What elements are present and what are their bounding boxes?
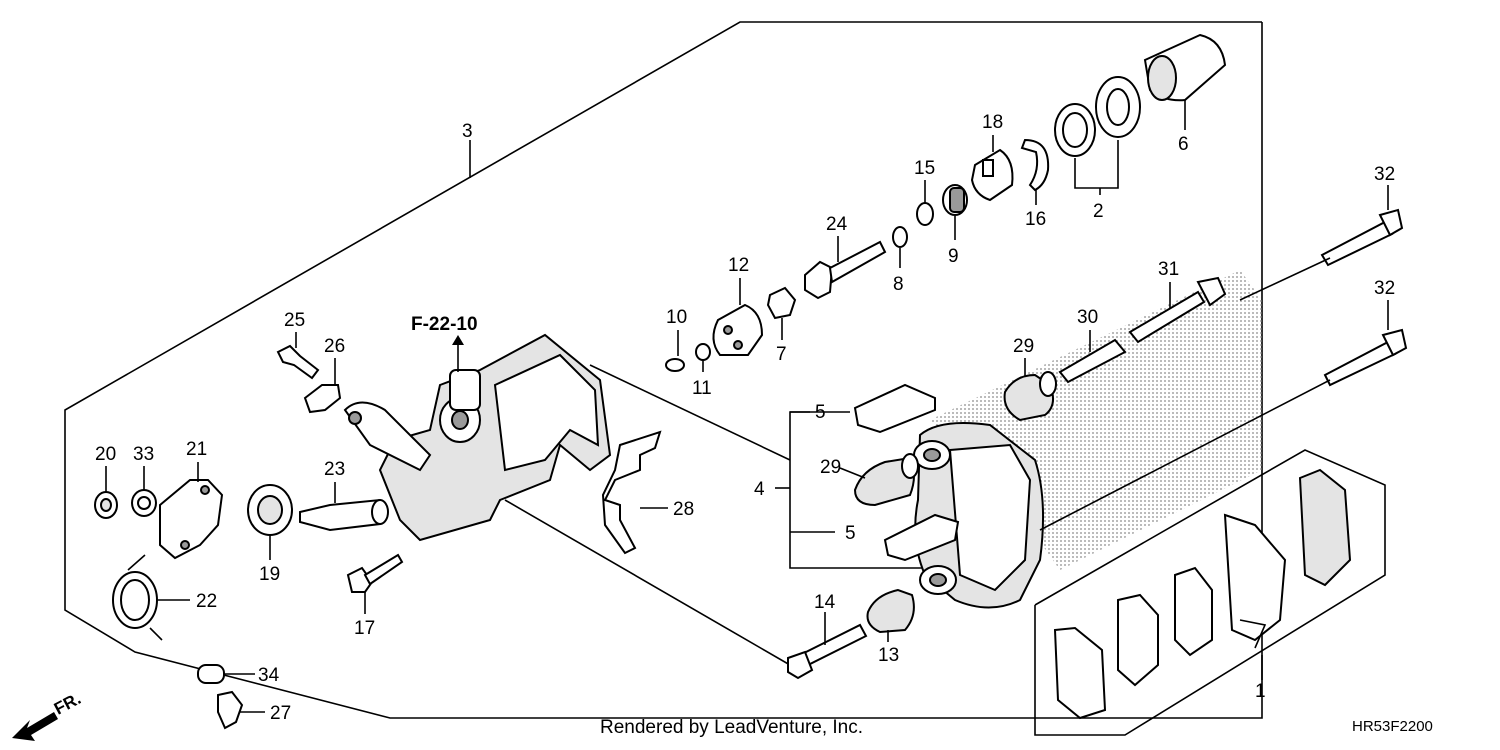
part-24-shape [804,240,887,300]
part-19-shape [247,484,293,536]
part-26-shape [303,384,342,414]
part-15-shape [916,202,934,226]
part-16-shape [1020,138,1050,192]
front-direction-arrow: FR. [12,689,84,741]
caliper-bracket [913,422,1045,609]
label-part-27: 27 [270,703,291,724]
part-5a-shape [853,383,936,434]
label-part-33: 33 [133,444,154,465]
label-part-18: 18 [982,112,1003,133]
label-part-32b: 32 [1374,278,1395,299]
label-part-4: 4 [754,479,765,500]
part-2-shape [1054,76,1141,157]
diagram-code: HR53F2200 [1352,718,1433,735]
label-part-2: 2 [1093,201,1104,222]
svg-text:FR.: FR. [51,689,84,719]
label-part-1: 1 [1255,681,1266,702]
footer-credit: Rendered by LeadVenture, Inc. [600,717,863,738]
label-part-8: 8 [893,274,904,295]
label-part-23: 23 [324,459,345,480]
label-part-9: 9 [948,246,959,267]
label-part-22: 22 [196,591,217,612]
part-29b-shape [853,453,919,507]
label-part-19: 19 [259,564,280,585]
label-part-16: 16 [1025,209,1046,230]
leader-29b [839,467,866,479]
part-23-shape [299,498,389,532]
leader-32-bracket [1239,257,1331,301]
label-part-26: 26 [324,336,345,357]
part-20-shape [94,491,118,519]
label-part-30: 30 [1077,307,1098,328]
part-12-shape [712,303,764,356]
leader-32-bracket-b [1039,379,1331,531]
label-part-25: 25 [284,310,305,331]
reference-label: F-22-10 [411,314,478,335]
label-part-6: 6 [1178,134,1189,155]
part-7-shape [766,286,797,320]
part-8-shape [892,226,908,248]
group-3-outline [64,21,1263,719]
label-part-21: 21 [186,439,207,460]
part-32a-shape [1320,208,1404,267]
part-34-shape [197,664,225,684]
label-part-17: 17 [354,618,375,639]
part-22-shape [112,554,163,641]
part-30-shape [1058,338,1127,384]
part-5b-shape [883,513,960,562]
part-11-shape [695,343,711,361]
part-33-shape [131,489,157,517]
part-25-shape [276,344,320,380]
label-part-29a: 29 [1013,336,1034,357]
part-31-shape [1128,276,1227,344]
label-part-14: 14 [814,592,836,613]
label-part-31: 31 [1158,259,1179,280]
label-part-34: 34 [258,665,280,686]
part-28-shape [601,430,662,555]
label-part-20: 20 [95,444,116,465]
leader-2 [1074,140,1119,189]
label-part-11: 11 [692,378,712,399]
part-21-shape [159,479,224,560]
label-part-7: 7 [776,344,787,365]
label-part-13: 13 [878,645,899,666]
leader-body-14 [504,499,791,666]
part-27-shape [217,690,244,730]
label-part-12: 12 [728,255,749,276]
part-13-shape [866,588,915,634]
label-part-32a: 32 [1374,164,1395,185]
label-part-29b: 29 [820,457,841,478]
part-29a-shape [1003,371,1057,422]
label-part-10: 10 [666,307,687,328]
part-17-shape [346,553,404,593]
label-part-3: 3 [462,121,473,142]
caliper-body [343,333,612,542]
pad-set-outline [1034,449,1386,736]
part-32b-shape [1323,328,1408,387]
label-part-28: 28 [673,499,694,520]
part-18-shape [970,148,1014,202]
part-10-shape [665,358,685,372]
part-14-shape [787,623,868,680]
ref-arrow-head [452,335,464,345]
part-6-shape [1143,33,1227,102]
label-part-15: 15 [914,158,935,179]
part-1-pads [1053,468,1352,720]
label-part-24: 24 [826,214,848,235]
part-9-shape [942,184,968,216]
label-part-5a: 5 [815,402,826,423]
label-part-5b: 5 [845,523,856,544]
leader-body-4 [589,364,791,461]
